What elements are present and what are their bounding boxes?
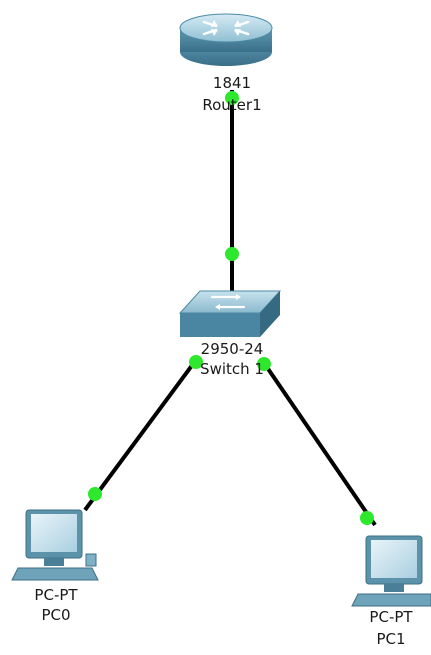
pc1-name-label: PC1 — [376, 630, 406, 648]
link-switch-pc0[interactable] — [83, 358, 198, 512]
link-light-switch-pc0 — [189, 355, 203, 369]
link-light-pc0 — [88, 487, 102, 501]
pc1-model-label: PC-PT — [369, 608, 413, 626]
link-light-switch-pc1 — [257, 357, 271, 371]
link-switch-pc1[interactable] — [260, 358, 377, 527]
link-light-pc1 — [360, 511, 374, 525]
switch-name-label: Switch 1 — [200, 360, 264, 378]
switch-icon[interactable] — [178, 290, 282, 337]
link-light-switch-uplink — [225, 247, 239, 261]
router-icon[interactable] — [179, 13, 273, 66]
router-name-label: Router1 — [202, 96, 262, 114]
pc1-icon[interactable] — [351, 535, 431, 607]
pc0-name-label: PC0 — [41, 606, 71, 624]
router-model-label: 1841 — [212, 74, 252, 92]
pc0-model-label: PC-PT — [34, 586, 78, 604]
switch-model-label: 2950-24 — [200, 340, 264, 358]
link-light-router — [225, 91, 239, 105]
pc0-icon[interactable] — [11, 509, 99, 581]
